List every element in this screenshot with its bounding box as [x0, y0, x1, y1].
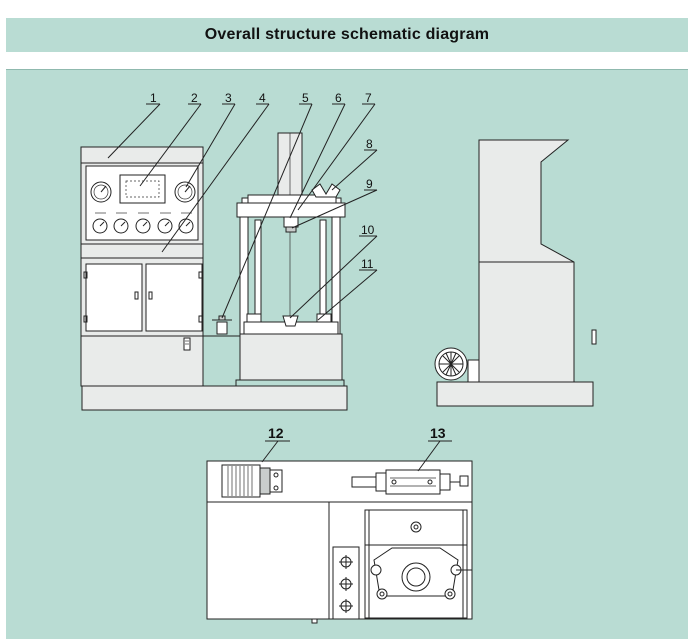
base-plate [81, 385, 348, 411]
clamp-right [316, 313, 332, 323]
leader-lines [107, 103, 378, 321]
pressure-gauge-left [90, 181, 112, 203]
motor-wheel [434, 347, 480, 383]
callout-2: 2 [191, 91, 198, 105]
callout-5: 5 [302, 91, 309, 105]
callout-8: 8 [366, 137, 373, 151]
callout-9: 9 [366, 177, 373, 191]
cylinder-13 [351, 469, 469, 495]
callout-11: 11 [361, 257, 374, 271]
press-base [239, 333, 343, 381]
front-view: 1 2 3 4 5 6 7 8 9 10 11 [80, 91, 378, 411]
handwheel-8 [311, 183, 341, 198]
side-view [434, 139, 597, 407]
callout-4: 4 [259, 91, 266, 105]
motor-unit [221, 464, 283, 498]
cabinet-door-left [85, 263, 143, 332]
callout-10: 10 [361, 223, 375, 237]
valve-handle [212, 315, 232, 335]
top-view: 12 13 [206, 425, 473, 624]
callout-1: 1 [150, 91, 157, 105]
page-title: Overall structure schematic diagram [204, 26, 490, 43]
workpiece-seat [282, 315, 299, 327]
side-base [436, 381, 594, 407]
callout-3: 3 [225, 91, 232, 105]
valve-block [332, 546, 360, 620]
column-right-outer [331, 216, 341, 335]
cabinet-door-right [145, 263, 203, 332]
clamp-left [246, 313, 262, 323]
callout-7: 7 [365, 91, 372, 105]
callout-12: 12 [268, 425, 284, 441]
side-cabinet [478, 139, 575, 383]
pressure-gauge-right [174, 181, 196, 203]
callout-6: 6 [335, 91, 342, 105]
title-bar: Overall structure schematic diagram [6, 18, 688, 52]
work-table [364, 509, 472, 619]
display-screen [119, 174, 166, 204]
callout-13: 13 [430, 425, 446, 441]
top-tank [206, 501, 330, 620]
ram-head [283, 216, 299, 228]
small-gauges-row [92, 212, 194, 234]
